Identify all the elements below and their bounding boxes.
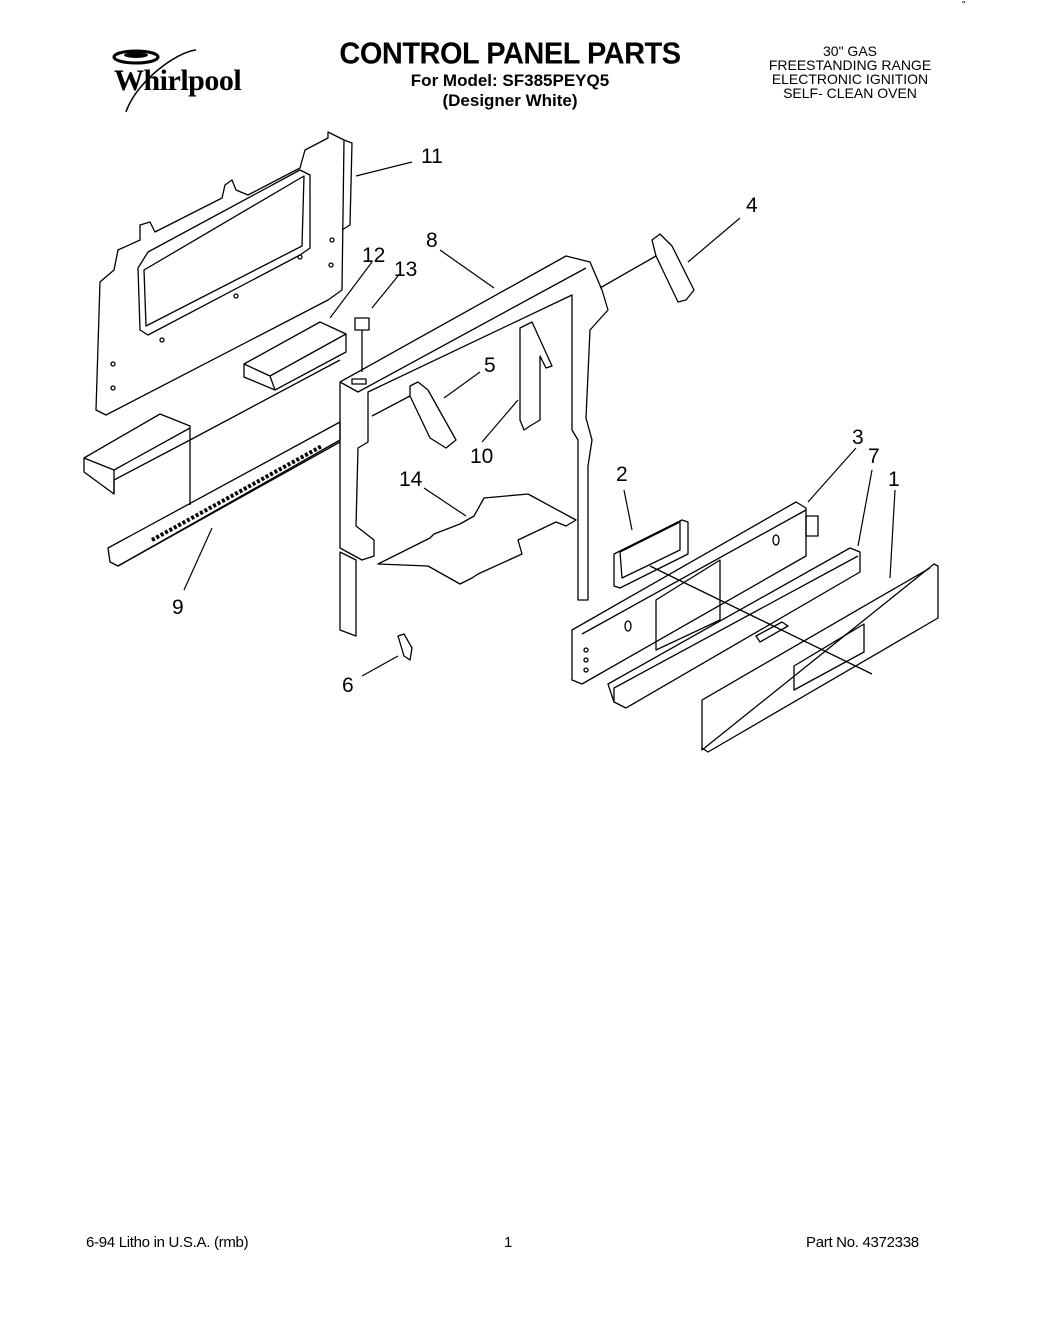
part-13-clip bbox=[354, 317, 370, 372]
model-line: For Model: SF385PEYQ5 bbox=[410, 71, 610, 90]
callout-7: 7 bbox=[868, 445, 880, 468]
color-line: (Designer White) bbox=[442, 91, 578, 110]
part-4-end-cap bbox=[599, 233, 695, 303]
logo-swoosh-icon bbox=[112, 49, 197, 113]
desc-line-4: SELF- CLEAN OVEN bbox=[783, 85, 917, 101]
footer-page-number: 1 bbox=[504, 1234, 513, 1251]
whirlpool-logo: Whirlpool bbox=[96, 42, 276, 113]
part-9-vent-rail bbox=[83, 359, 341, 567]
callout-13: 13 bbox=[394, 258, 418, 281]
callout-10: 10 bbox=[470, 445, 494, 468]
callout-14: 14 bbox=[399, 468, 423, 491]
part-2-display-board bbox=[613, 519, 873, 675]
callout-1: 1 bbox=[888, 468, 900, 491]
corner-mark: " bbox=[962, 0, 966, 11]
callout-8: 8 bbox=[426, 229, 438, 252]
callout-arrows bbox=[183, 161, 896, 677]
footer-part-number: Part No. 4372338 bbox=[806, 1234, 919, 1251]
callout-6: 6 bbox=[342, 674, 354, 697]
part-5-bracket bbox=[371, 381, 457, 449]
part-12-bracket bbox=[243, 321, 347, 391]
exploded-parts-diagram bbox=[83, 131, 939, 753]
part-11-rear-panel bbox=[95, 131, 353, 416]
part-14-shield bbox=[377, 493, 577, 585]
callout-3: 3 bbox=[852, 426, 864, 449]
desc-line-2: FREESTANDING RANGE bbox=[768, 57, 932, 73]
brand-name: Whirlpool bbox=[114, 64, 242, 97]
part-6-clip bbox=[397, 633, 413, 661]
desc-line-1: 30" GAS bbox=[823, 43, 877, 59]
callout-9: 9 bbox=[172, 596, 184, 619]
part-7-bracket bbox=[607, 547, 861, 709]
callout-2: 2 bbox=[616, 463, 628, 486]
callout-5: 5 bbox=[484, 354, 496, 377]
callout-12: 12 bbox=[362, 244, 386, 267]
product-description: 30" GAS FREESTANDING RANGE ELECTRONIC IG… bbox=[740, 44, 960, 100]
part-1-front-panel bbox=[701, 563, 939, 753]
callout-11: 11 bbox=[421, 145, 443, 168]
part-3-panel-back bbox=[571, 501, 819, 685]
callout-4: 4 bbox=[746, 194, 758, 217]
desc-line-3: ELECTRONIC IGNITION bbox=[771, 71, 929, 87]
part-8-frame bbox=[339, 255, 609, 637]
page-title: CONTROL PANEL PARTS bbox=[339, 37, 681, 71]
footer-print-info: 6-94 Litho in U.S.A. (rmb) bbox=[86, 1234, 249, 1251]
part-10-rail bbox=[519, 321, 553, 431]
model-info: For Model: SF385PEYQ5 (Designer White) bbox=[300, 71, 720, 111]
